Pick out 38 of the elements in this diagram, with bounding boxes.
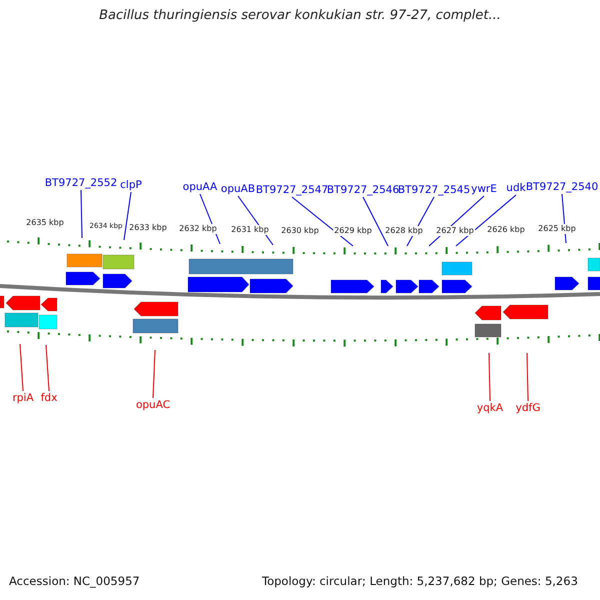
gene-label: BT9727_2546 — [326, 184, 400, 196]
leader-line — [488, 352, 490, 402]
title: Bacillus thuringiensis serovar konkukian str. 97-27, complet... — [99, 10, 501, 22]
gene-label: ywrE — [471, 183, 497, 195]
gene-label: opuAC — [136, 399, 170, 411]
leader-line — [80, 190, 82, 238]
leader-line — [152, 350, 156, 398]
scale-label: 2629 kbp — [333, 226, 373, 236]
gene-label: BT9727_2547 — [256, 184, 328, 196]
gene-label: BT9727_2552 — [44, 177, 118, 189]
scale-label: 2626 kbp — [486, 225, 526, 235]
info-text: Accession: NC_005957 — [9, 575, 140, 587]
gene-label: udk — [506, 182, 526, 194]
gene-label: rpiA — [12, 392, 34, 404]
gene-label: clpP — [120, 179, 142, 191]
scale-label: 2627 kbp — [435, 226, 475, 236]
leader-line — [20, 344, 24, 392]
leader-line — [456, 194, 516, 246]
scale-label: 2630 kbp — [280, 226, 320, 236]
gene-label: BT9727_2545 — [398, 184, 470, 196]
info-text: Topology: circular; Length: 5,237,682 bp; Genes: 5,263 — [262, 575, 578, 587]
scale-label: 2635 kbp — [25, 218, 65, 228]
gene-label: opuAA — [182, 181, 218, 193]
leader-line — [362, 196, 388, 246]
scale-label: 2633 kbp — [128, 223, 168, 233]
scale-label: 2625 kbp — [537, 224, 577, 234]
gene-label: yqkA — [476, 402, 504, 414]
leader-line — [526, 352, 528, 402]
leader-line — [292, 196, 354, 246]
leader-line — [124, 192, 132, 240]
scale-label: 2632 kbp — [178, 224, 218, 234]
scale-label: 2631 kbp — [230, 225, 270, 235]
scale-label: 2628 kbp — [384, 226, 424, 236]
gene-label: fdx — [40, 392, 58, 404]
gene-label: ydfG — [516, 402, 540, 414]
gene-label: opuAB — [220, 183, 256, 195]
gene-label: BT9727_2540 — [526, 181, 598, 193]
leader-line — [46, 344, 50, 392]
